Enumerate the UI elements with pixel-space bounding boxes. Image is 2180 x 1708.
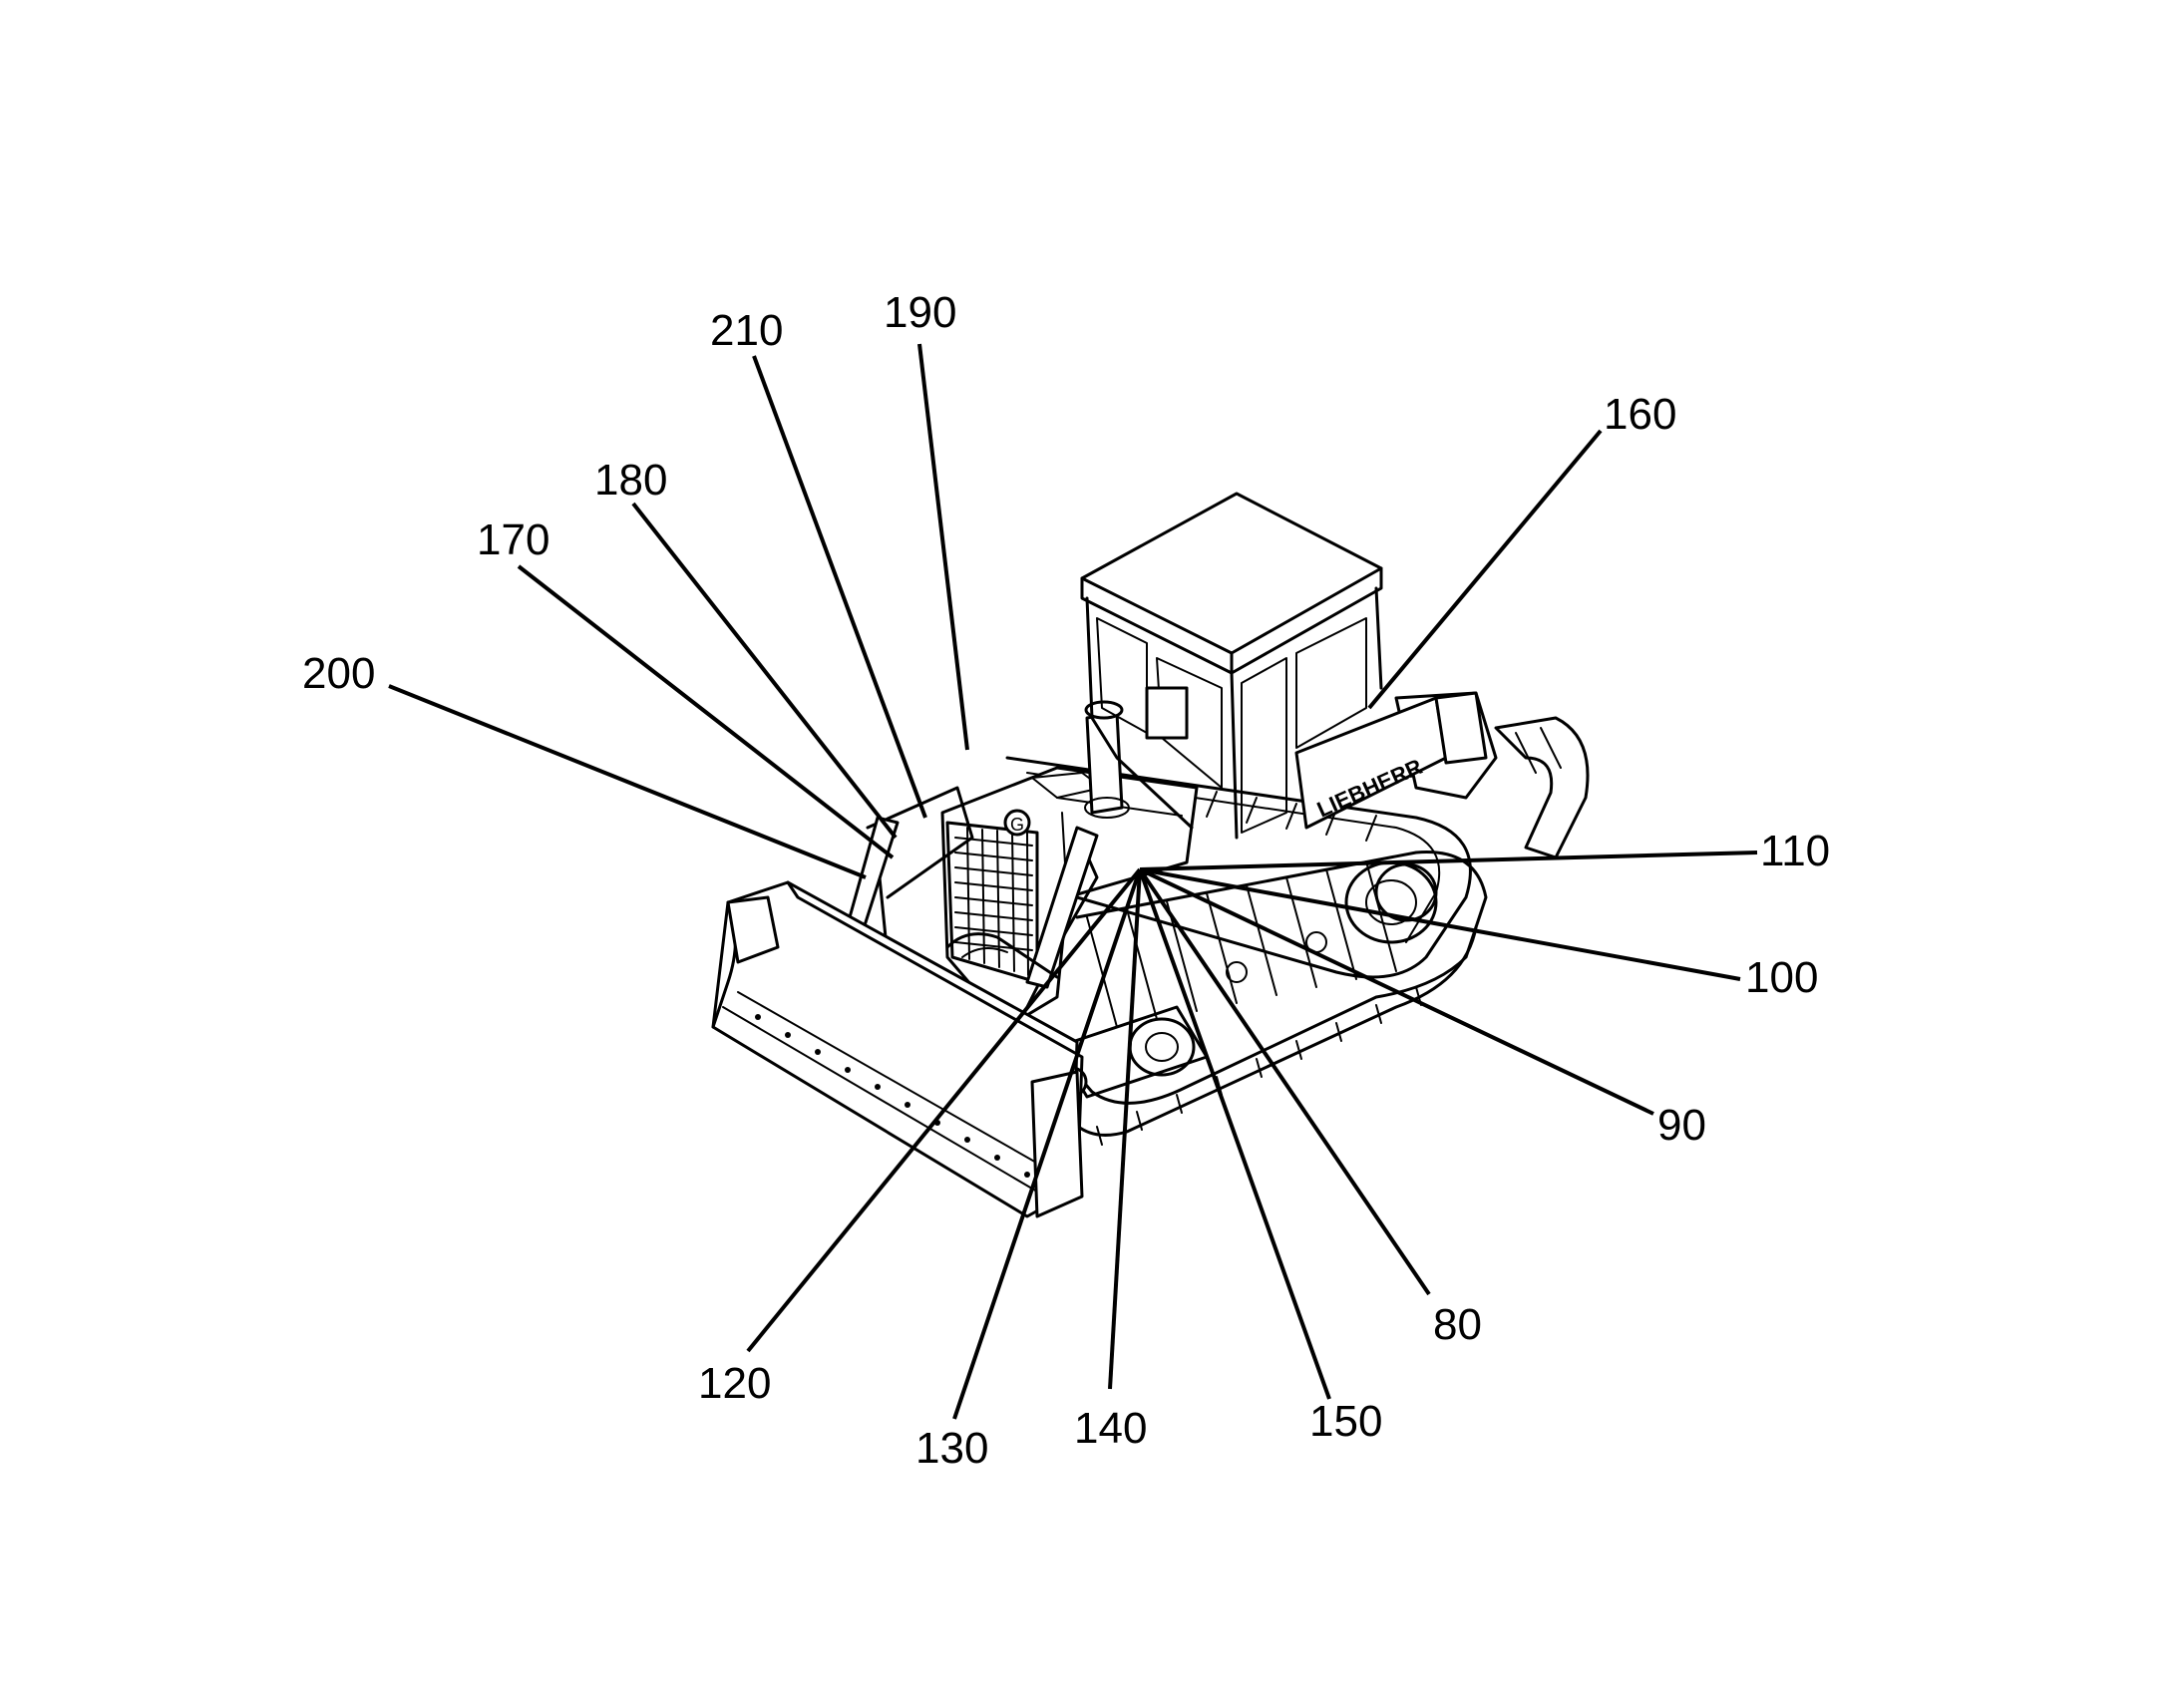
label-120: 120 (698, 1359, 771, 1408)
leader-190 (917, 343, 969, 751)
leader-90 (1139, 867, 1654, 1116)
leader-100 (1139, 867, 1741, 981)
label-110: 110 (1760, 827, 1830, 875)
engine-hood: G (940, 700, 1199, 1029)
leader-180 (631, 502, 898, 840)
label-190: 190 (884, 288, 956, 337)
label-180: 180 (594, 456, 667, 505)
leader-200 (388, 684, 867, 879)
label-100: 100 (1745, 953, 1818, 1002)
dozer-blade (711, 880, 1084, 1218)
label-140: 140 (1074, 1404, 1147, 1453)
leader-140 (1108, 868, 1142, 1390)
label-90: 90 (1657, 1101, 1706, 1150)
reference-labels: 80 90 100 110 120 130 140 150 160 170 18… (302, 288, 1830, 1473)
leader-80 (1138, 867, 1431, 1296)
leader-210 (752, 355, 927, 819)
near-track (1045, 851, 1488, 1146)
grille-letter: G (1010, 815, 1024, 835)
label-200: 200 (302, 649, 375, 698)
leader-lines (388, 343, 1758, 1420)
label-160: 160 (1604, 390, 1676, 439)
label-210: 210 (710, 306, 783, 355)
leader-170 (517, 564, 895, 859)
bulldozer-drawing: G LIEBHERR (711, 492, 1590, 1218)
label-80: 80 (1433, 1300, 1482, 1349)
leader-150 (1138, 868, 1331, 1400)
leader-130 (952, 868, 1142, 1420)
leader-160 (1367, 429, 1603, 710)
leader-120 (746, 867, 1142, 1353)
leader-110 (1139, 851, 1758, 871)
label-150: 150 (1309, 1397, 1382, 1446)
label-170: 170 (477, 515, 549, 564)
label-130: 130 (915, 1424, 988, 1473)
